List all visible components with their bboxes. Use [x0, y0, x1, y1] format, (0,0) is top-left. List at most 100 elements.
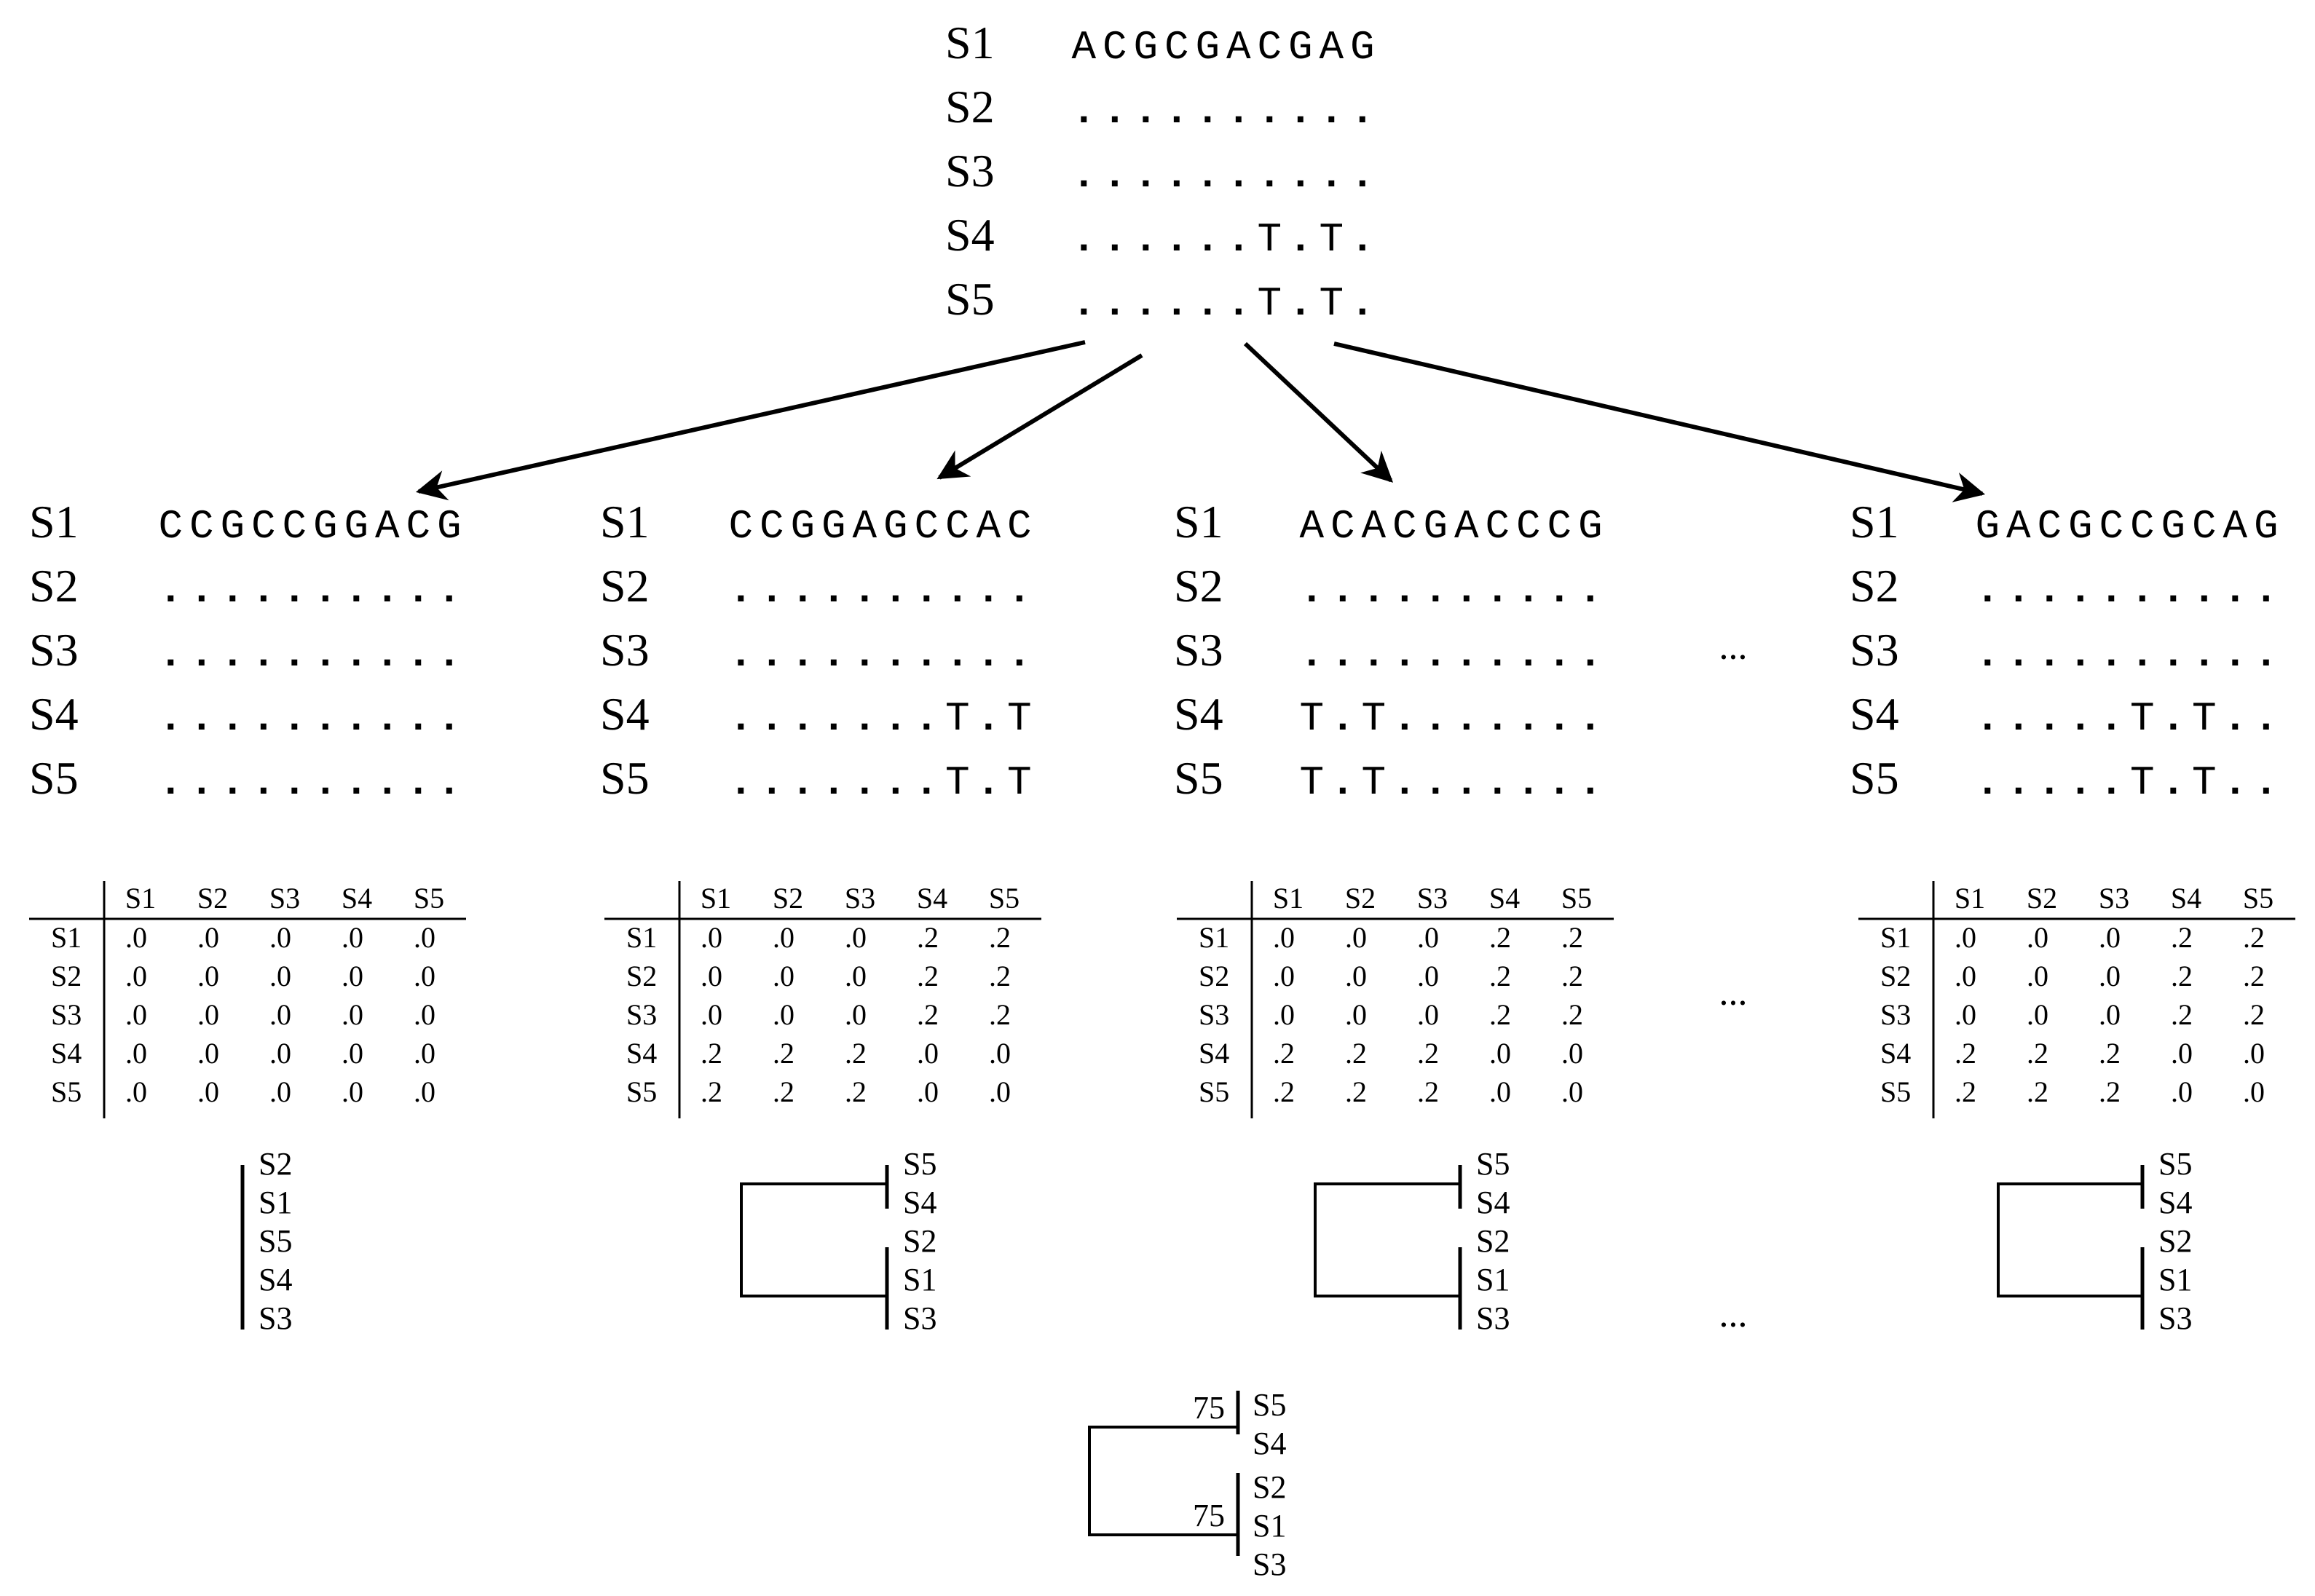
identical-site-dot: .	[1319, 152, 1344, 199]
nucleotide: C	[1103, 24, 1127, 71]
identical-site-dot: .	[406, 631, 430, 678]
matrix-cell: .0	[197, 921, 219, 954]
matrix-column-header: S2	[197, 882, 228, 914]
replicate-2-sequence: ..........	[728, 567, 1031, 614]
nucleotide: C	[760, 503, 784, 550]
identical-site-dot: .	[790, 759, 815, 806]
identical-site-dot: .	[1350, 216, 1375, 263]
nucleotide: T	[1299, 695, 1324, 742]
identical-site-dot: .	[1350, 88, 1375, 135]
identical-site-dot: .	[2130, 567, 2155, 614]
matrix-cell: .2	[917, 998, 939, 1031]
nucleotide: T	[1007, 695, 1032, 742]
identical-site-dot: .	[821, 759, 846, 806]
matrix-cell: .0	[1489, 1075, 1511, 1108]
identical-site-dot: .	[1103, 216, 1127, 263]
identical-site-dot: .	[883, 759, 908, 806]
tree-leaf-label: S2	[2158, 1223, 2192, 1259]
identical-site-dot: .	[728, 631, 753, 678]
identical-site-dot: .	[158, 695, 183, 742]
matrix-cell: .2	[1561, 960, 1583, 992]
matrix-row-label: S2	[51, 960, 82, 992]
nucleotide: T	[1361, 759, 1386, 806]
nucleotide: A	[1454, 503, 1479, 550]
tree-leaf-label: S5	[2158, 1146, 2192, 1182]
identical-site-dot: .	[1330, 695, 1355, 742]
identical-site-dot: .	[1578, 759, 1603, 806]
nucleotide: T	[2130, 695, 2155, 742]
identical-site-dot: .	[344, 695, 368, 742]
matrix-column-header: S1	[701, 882, 731, 914]
nucleotide: T	[945, 695, 970, 742]
original-sequence: ......T.T.	[1071, 216, 1374, 263]
identical-site-dot: .	[852, 631, 877, 678]
identical-site-dot: .	[2037, 567, 2062, 614]
matrix-cell: .0	[342, 1075, 363, 1108]
matrix-cell: .0	[125, 1037, 147, 1070]
identical-site-dot: .	[1350, 280, 1375, 327]
matrix-cell: .0	[1955, 998, 1976, 1031]
identical-site-dot: .	[2192, 631, 2217, 678]
matrix-cell: .2	[1955, 1037, 1976, 1070]
identical-site-dot: .	[976, 695, 1001, 742]
identical-site-dot: .	[1485, 695, 1510, 742]
nucleotide: G	[2068, 503, 2093, 550]
nucleotide: C	[1007, 503, 1032, 550]
matrix-row-label: S3	[626, 998, 657, 1031]
nucleotide: C	[1547, 503, 1571, 550]
nucleotide: G	[437, 503, 462, 550]
nucleotide: T	[1299, 759, 1324, 806]
matrix-cell: .0	[269, 960, 291, 992]
identical-site-dot: .	[1423, 695, 1448, 742]
matrix-cell: .0	[701, 921, 722, 954]
tree-leaf-label: S4	[1476, 1185, 1510, 1220]
matrix-cell: .2	[1273, 1037, 1295, 1070]
identical-site-dot: .	[2099, 759, 2123, 806]
nucleotide: G	[1423, 503, 1448, 550]
identical-site-dot: .	[1288, 280, 1313, 327]
replicate-2-row-label: S3	[600, 624, 650, 676]
matrix-row-label: S5	[51, 1075, 82, 1108]
original-row-label: S3	[945, 145, 995, 197]
matrix-cell: .0	[1489, 1037, 1511, 1070]
nucleotide: A	[2006, 503, 2031, 550]
nucleotide: C	[2130, 503, 2155, 550]
nucleotide: C	[2192, 503, 2217, 550]
identical-site-dot: .	[2223, 759, 2247, 806]
matrix-column-header: S5	[414, 882, 444, 914]
matrix-cell: .0	[2099, 921, 2121, 954]
identical-site-dot: .	[1257, 88, 1282, 135]
nucleotide: G	[790, 503, 815, 550]
identical-site-dot: .	[2037, 759, 2062, 806]
identical-site-dot: .	[976, 631, 1001, 678]
matrix-column-header: S4	[917, 882, 947, 914]
replicate-3-row-label: S1	[1174, 496, 1223, 548]
identical-site-dot: .	[945, 631, 970, 678]
nucleotide: A	[1299, 503, 1324, 550]
identical-site-dot: .	[883, 695, 908, 742]
identical-site-dot: .	[1164, 152, 1189, 199]
tree-leaf-label: S1	[259, 1185, 292, 1220]
replicate-3-row-label: S3	[1174, 624, 1223, 676]
identical-site-dot: .	[914, 695, 939, 742]
matrix-cell: .2	[989, 960, 1011, 992]
matrix-column-header: S2	[1345, 882, 1376, 914]
identical-site-dot: .	[1361, 631, 1386, 678]
identical-site-dot: .	[1164, 88, 1189, 135]
tree-leaf-label: S3	[1476, 1300, 1510, 1336]
identical-site-dot: .	[1103, 280, 1127, 327]
bootstrap-arrow	[1333, 341, 1986, 502]
nucleotide: G	[821, 503, 846, 550]
matrix-row-label: S2	[626, 960, 657, 992]
matrix-row-label: S4	[1199, 1037, 1229, 1070]
nucleotide: C	[189, 503, 214, 550]
nucleotide: T	[2192, 695, 2217, 742]
nucleotide: T	[1319, 216, 1344, 263]
identical-site-dot: .	[189, 631, 214, 678]
matrix-cell: .0	[197, 1075, 219, 1108]
identical-site-dot: .	[976, 759, 1001, 806]
matrix-column-header: S3	[845, 882, 875, 914]
